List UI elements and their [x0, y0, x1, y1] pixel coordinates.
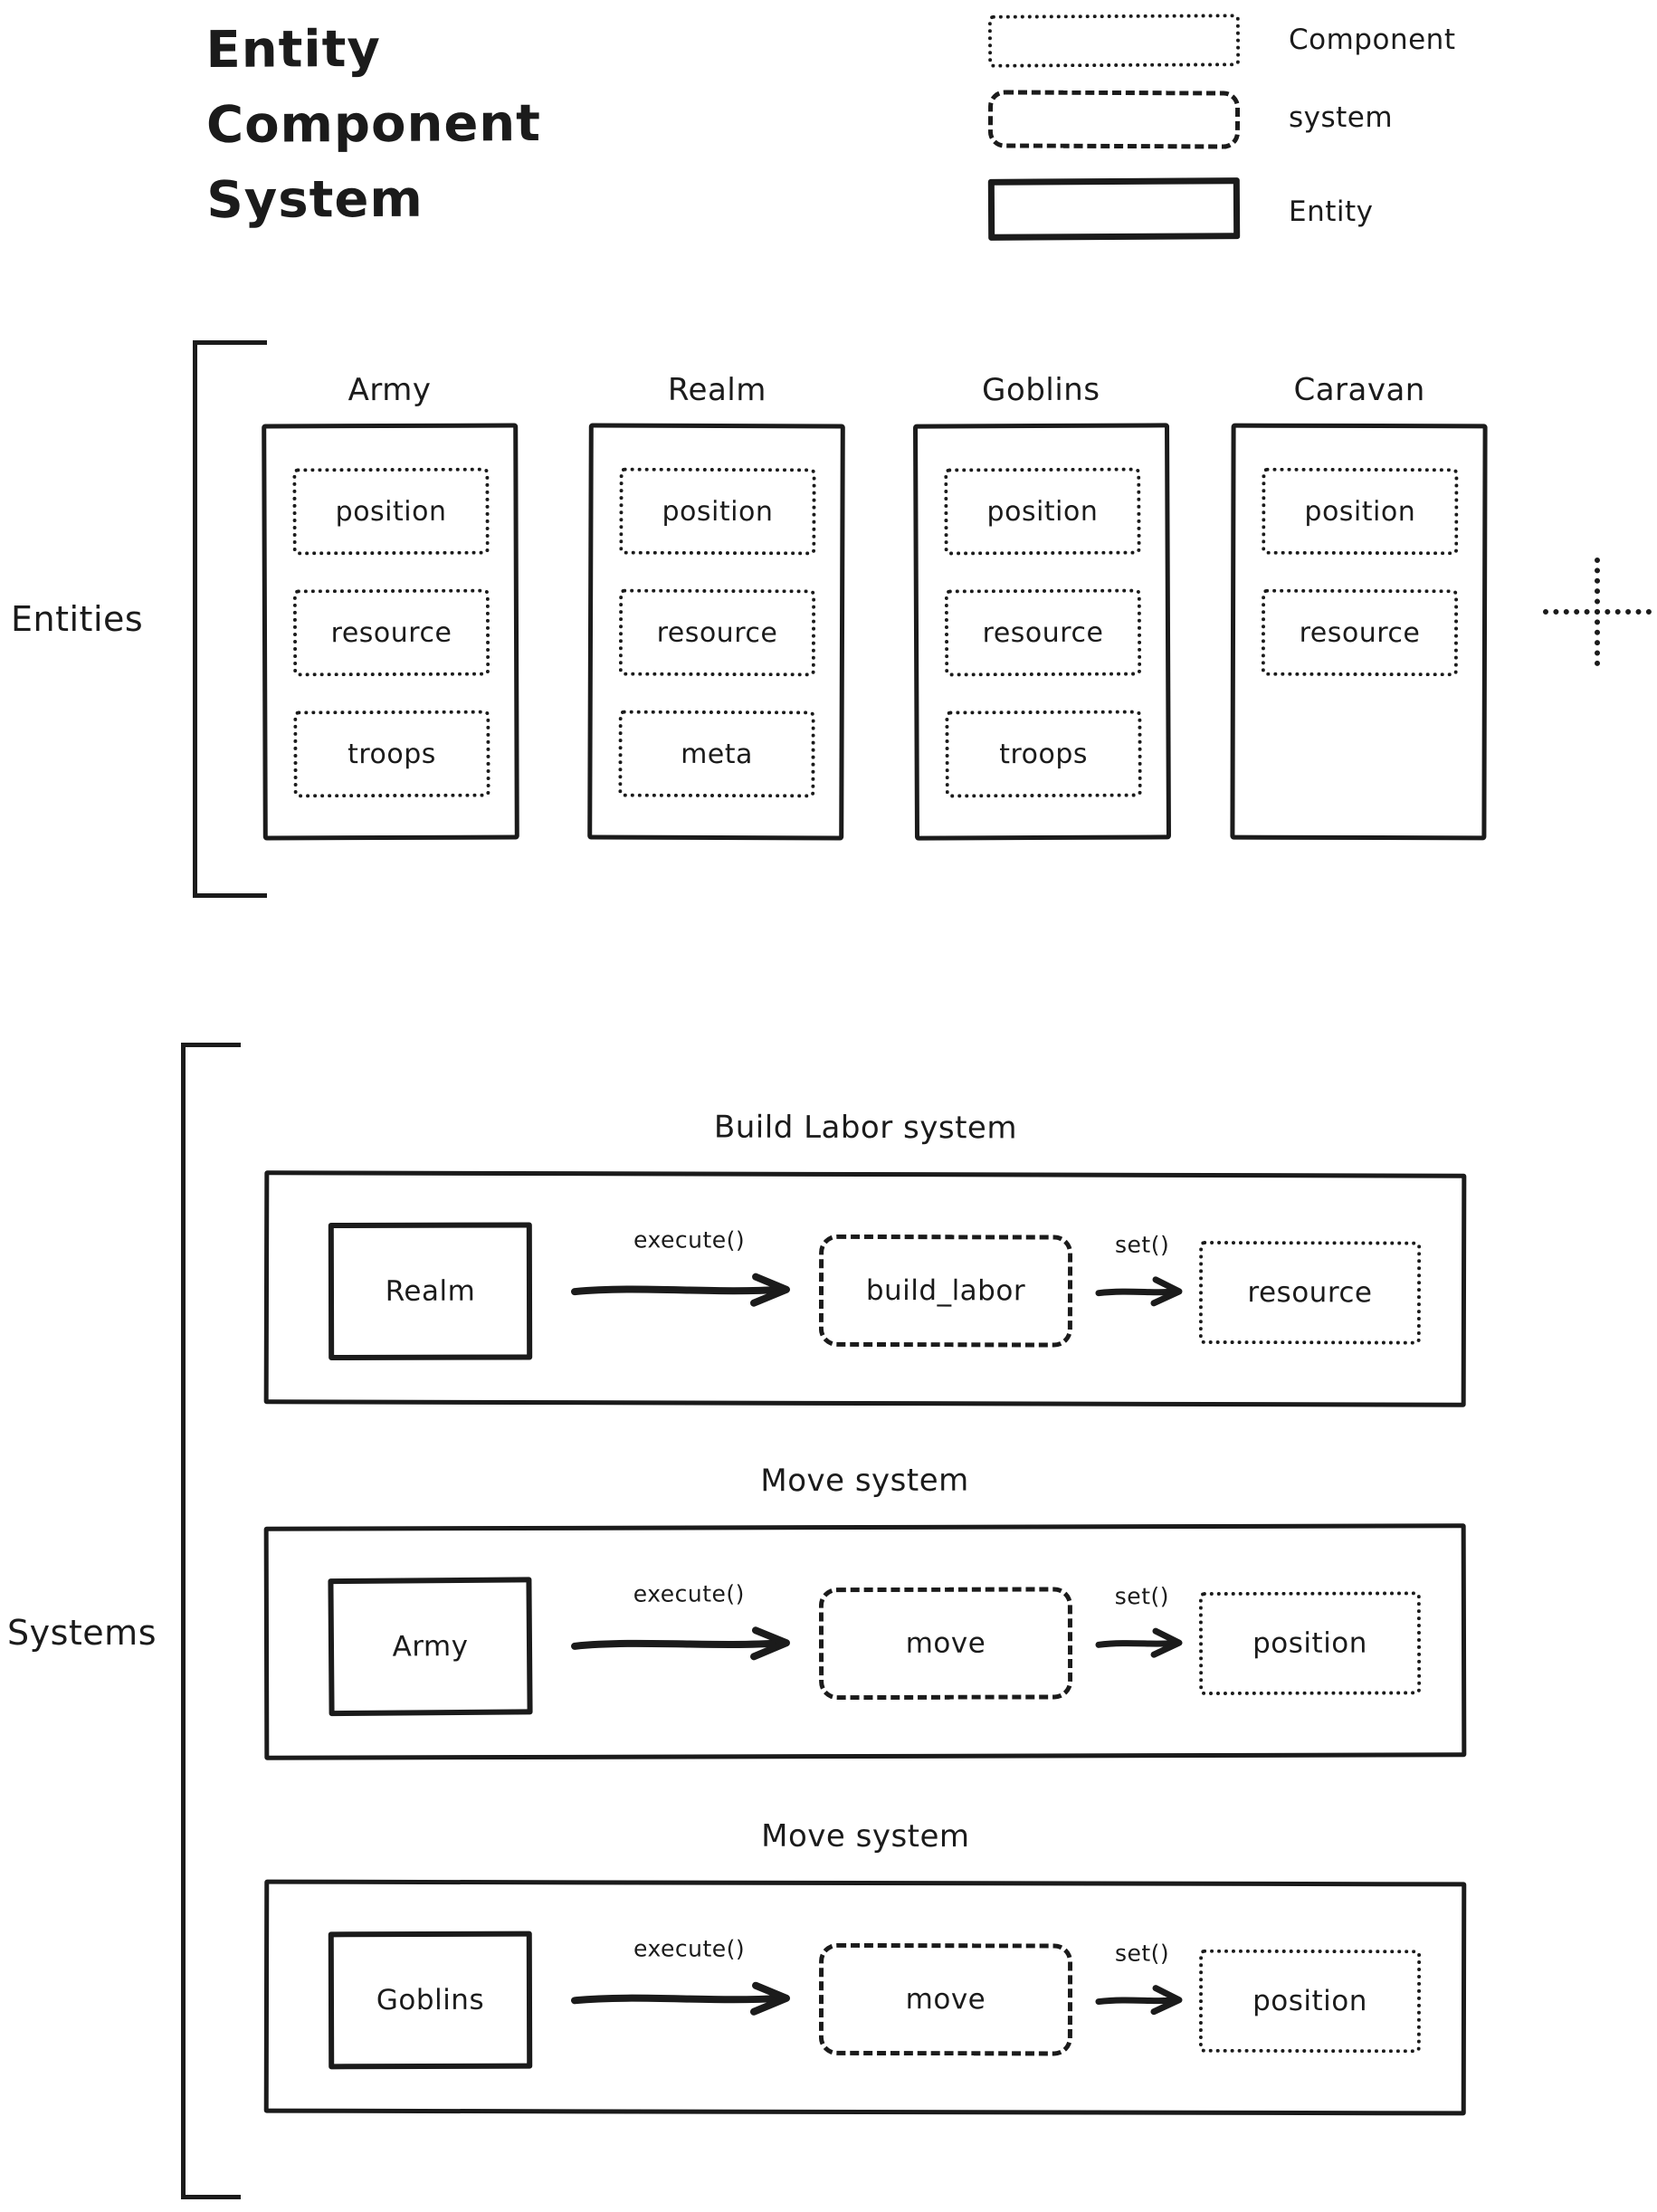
- system-title: Move system: [761, 1817, 970, 1855]
- set-arrow-icon: [1095, 1627, 1183, 1658]
- set-arrow-icon: [1095, 1985, 1183, 2016]
- entity-card-army: Army position resource troops: [262, 372, 519, 841]
- component-chip: troops: [945, 710, 1142, 798]
- component-chip: troops: [293, 710, 490, 798]
- component-chip: resource: [944, 588, 1142, 677]
- component-chip: position: [944, 467, 1141, 556]
- execute-arrow-icon: [570, 1981, 790, 2016]
- entity-box: Goblins: [328, 1931, 533, 2070]
- diagram-title-line: Component: [205, 93, 542, 155]
- component-chip: position: [292, 467, 490, 556]
- systems-section-label: Systems: [7, 1613, 157, 1653]
- legend-system-swatch-icon: [987, 90, 1241, 149]
- entity-card-title: Goblins: [982, 371, 1100, 409]
- component-chip: resource: [292, 588, 490, 677]
- legend-label-component: Component: [1289, 24, 1456, 56]
- system-box-build-labor: Build Labor system Realm execute() build…: [263, 1110, 1467, 1407]
- component-chip: position: [1262, 467, 1459, 556]
- entity-card-title: Army: [348, 371, 432, 409]
- execute-label: execute(): [633, 1580, 745, 1607]
- component-chip: position: [619, 467, 816, 556]
- set-label: set(): [1114, 1940, 1170, 1967]
- set-label: set(): [1114, 1583, 1170, 1610]
- plus-vertical-stroke: [1595, 558, 1600, 666]
- set-arrow-icon: [1095, 1276, 1183, 1307]
- diagram-title-line: Entity: [205, 19, 382, 80]
- legend-component-swatch-icon: [987, 14, 1241, 68]
- entity-card-title: Caravan: [1293, 371, 1425, 409]
- system-function-box: move: [818, 1942, 1073, 2056]
- legend-entity-swatch-icon: [987, 177, 1241, 241]
- component-box: position: [1198, 1591, 1422, 1696]
- entities-bracket: [193, 340, 267, 898]
- system-function-box: build_labor: [818, 1234, 1073, 1348]
- execute-label: execute(): [633, 1226, 746, 1254]
- system-function-box: move: [818, 1587, 1073, 1701]
- entity-card-goblins: Goblins position resource troops: [912, 372, 1172, 841]
- diagram-title-line: System: [206, 169, 424, 230]
- plus-icon: [1543, 558, 1657, 666]
- systems-bracket: [181, 1043, 241, 2199]
- component-box: resource: [1198, 1240, 1422, 1345]
- execute-arrow-icon: [571, 1626, 791, 1661]
- entity-card-realm: Realm position resource meta: [587, 372, 845, 841]
- entity-card-title: Realm: [667, 371, 767, 409]
- system-box-move-army: Move system Army execute() move set() po…: [263, 1463, 1467, 1760]
- legend-label-entity: Entity: [1289, 195, 1374, 228]
- set-label: set(): [1114, 1231, 1170, 1258]
- component-chip: resource: [1261, 588, 1459, 677]
- system-title: Move system: [760, 1462, 969, 1500]
- entities-section-label: Entities: [11, 599, 144, 639]
- entity-box: Army: [328, 1577, 533, 1717]
- component-chip: meta: [618, 710, 815, 798]
- system-title: Build Labor system: [713, 1109, 1018, 1147]
- component-chip: resource: [618, 588, 816, 677]
- entity-card-caravan: Caravan position resource: [1230, 372, 1488, 841]
- entity-box: Realm: [328, 1222, 533, 1361]
- legend-label-system: system: [1289, 101, 1394, 134]
- system-box-move-goblins: Move system Goblins execute() move set()…: [263, 1818, 1467, 2116]
- component-box: position: [1198, 1949, 1422, 2054]
- execute-arrow-icon: [570, 1273, 790, 1307]
- diagram-title: Entity Component System: [205, 12, 541, 239]
- execute-label: execute(): [633, 1935, 746, 1962]
